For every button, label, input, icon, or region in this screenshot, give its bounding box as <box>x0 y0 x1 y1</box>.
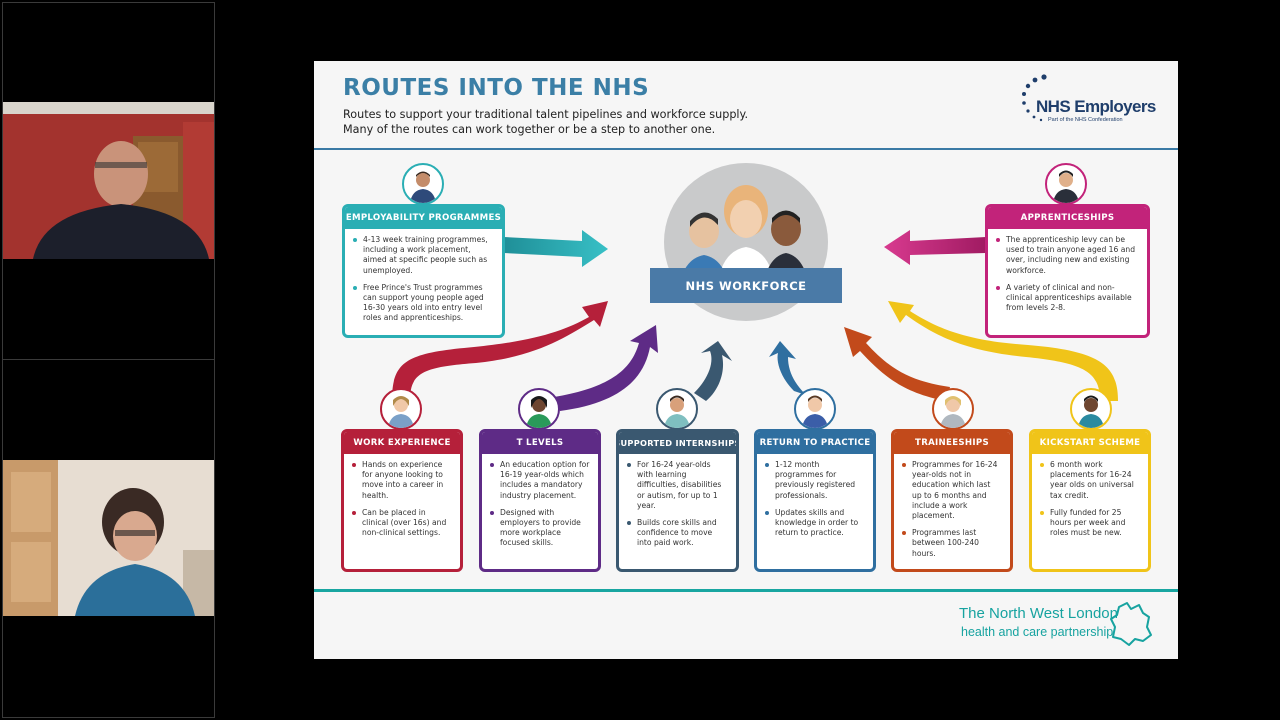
logo-subtext: Part of the NHS Confederation <box>1048 117 1123 123</box>
apprenticeships-arrow <box>884 230 986 265</box>
person-icon <box>526 396 552 428</box>
london-map-icon <box>1110 602 1152 646</box>
dot-arc-icon <box>1022 74 1047 122</box>
t-levels-avatar <box>518 388 560 430</box>
person-video-icon <box>3 460 214 616</box>
card-point: Hands on experience for anyone looking t… <box>352 460 452 501</box>
person-icon <box>940 396 966 428</box>
kickstart-arrow <box>888 301 1118 401</box>
kickstart-avatar <box>1070 388 1112 430</box>
route-arrows <box>392 230 1118 411</box>
traineeships-avatar <box>932 388 974 430</box>
nhs-workforce-label: NHS WORKFORCE <box>650 268 842 303</box>
card-point: Designed with employers to provide more … <box>490 508 590 549</box>
card-point: Builds core skills and confidence to mov… <box>627 518 728 549</box>
card-title: KICKSTART SCHEME <box>1032 432 1148 454</box>
card-title: WORK EXPERIENCE <box>344 432 460 454</box>
person-icon <box>388 396 414 428</box>
card-point: 1-12 month programmes for previously reg… <box>765 460 865 501</box>
subtitle-line-1: Routes to support your traditional talen… <box>343 108 749 121</box>
participant-video-1[interactable] <box>3 102 214 259</box>
card-work-experience: WORK EXPERIENCE Hands on experience for … <box>341 429 463 572</box>
apprenticeships-avatar <box>1045 163 1087 205</box>
person-icon <box>1078 395 1104 428</box>
card-point: Programmes for 16-24 year-olds not in ed… <box>902 460 1002 521</box>
card-traineeships: TRAINEESHIPS Programmes for 16-24 year-o… <box>891 429 1013 572</box>
t-levels-arrow <box>554 325 658 411</box>
card-kickstart-scheme: KICKSTART SCHEME 6 month work placements… <box>1029 429 1151 572</box>
work-experience-avatar <box>380 388 422 430</box>
participant-column <box>2 2 215 718</box>
card-point: 6 month work placements for 16-24 year o… <box>1040 460 1140 501</box>
footer-subtitle: health and care partnership <box>961 625 1114 639</box>
divider-top <box>314 148 1178 150</box>
nhs-employers-logo: NHS Employers Part of the NHS Confederat… <box>1020 73 1160 135</box>
employability-arrow <box>504 230 608 267</box>
card-point: Programmes last between 100-240 hours. <box>902 528 1002 559</box>
supported-internships-avatar <box>656 388 698 430</box>
card-point: Updates skills and knowledge in order to… <box>765 508 865 539</box>
presentation-slide: ROUTES INTO THE NHS Routes to support yo… <box>314 61 1178 659</box>
card-supported-internships: SUPPORTED INTERNSHIPS For 16-24 year-old… <box>616 429 739 572</box>
logo-text: NHS Employers <box>1036 97 1156 116</box>
supported-internships-arrow <box>694 341 732 401</box>
work-experience-arrow <box>392 301 608 401</box>
divider-bottom <box>314 589 1178 592</box>
card-employability-programmes: EMPLOYABILITY PROGRAMMES 4-13 week train… <box>342 204 505 338</box>
card-point: An education option for 16-19 year-olds … <box>490 460 590 501</box>
card-t-levels: T LEVELS An education option for 16-19 y… <box>479 429 601 572</box>
card-return-to-practice: RETURN TO PRACTICE 1-12 month programmes… <box>754 429 876 572</box>
footer-title: The North West London <box>959 605 1118 622</box>
card-title: EMPLOYABILITY PROGRAMMES <box>345 207 502 229</box>
card-point: Fully funded for 25 hours per week and r… <box>1040 508 1140 539</box>
slide-title: ROUTES INTO THE NHS <box>343 75 650 101</box>
person-icon <box>1053 170 1079 203</box>
card-point: The apprenticeship levy can be used to t… <box>996 235 1139 276</box>
slide-subtitle: Routes to support your traditional talen… <box>343 107 863 137</box>
person-icon <box>802 395 828 428</box>
card-title: SUPPORTED INTERNSHIPS <box>619 432 736 454</box>
return-to-practice-arrow <box>769 341 806 395</box>
card-title: APPRENTICESHIPS <box>988 207 1147 229</box>
card-title: RETURN TO PRACTICE <box>757 432 873 454</box>
card-point: For 16-24 year-olds with learning diffic… <box>627 460 728 511</box>
card-title: T LEVELS <box>482 432 598 454</box>
employability-avatar <box>402 163 444 205</box>
card-apprenticeships: APPRENTICESHIPS The apprenticeship levy … <box>985 204 1150 338</box>
traineeships-arrow <box>844 327 950 401</box>
return-to-practice-avatar <box>794 388 836 430</box>
participant-video-2[interactable] <box>3 460 214 616</box>
card-point: 4-13 week training programmes, including… <box>353 235 494 276</box>
card-point: Can be placed in clinical (over 16s) and… <box>352 508 452 539</box>
card-title: TRAINEESHIPS <box>894 432 1010 454</box>
card-point: Free Prince's Trust programmes can suppo… <box>353 283 494 324</box>
person-icon <box>410 171 436 203</box>
card-point: A variety of clinical and non-clinical a… <box>996 283 1139 314</box>
subtitle-line-2: Many of the routes can work together or … <box>343 123 716 136</box>
person-video-icon <box>3 102 214 259</box>
person-icon <box>664 395 690 428</box>
